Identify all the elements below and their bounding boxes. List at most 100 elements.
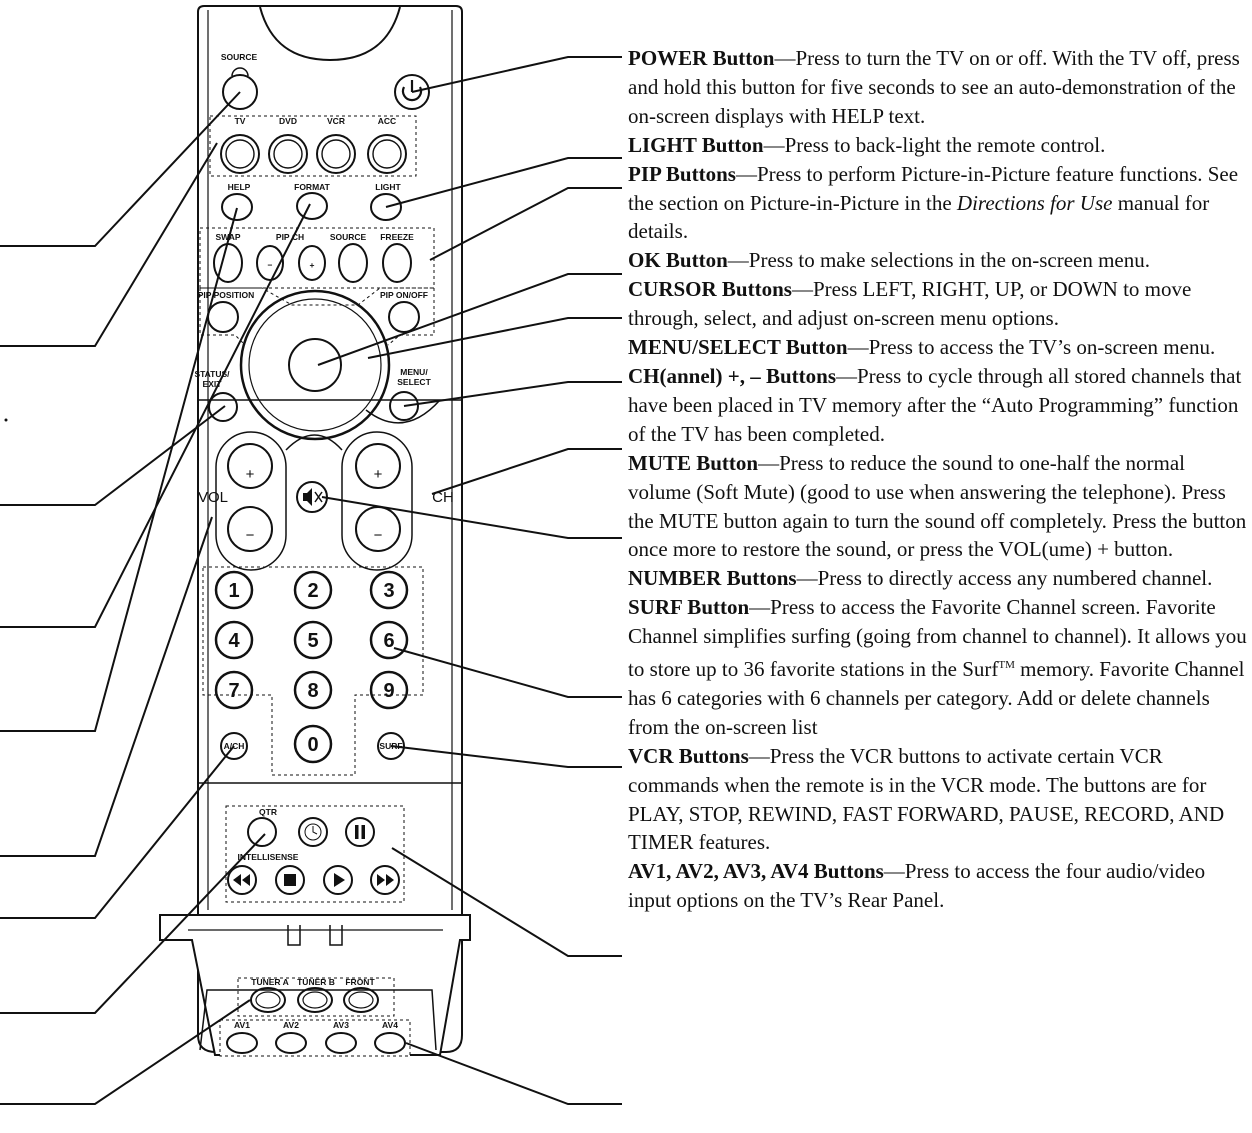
fast-forward-button[interactable] (370, 865, 400, 895)
tv-mode-button[interactable] (220, 134, 260, 174)
status-exit-label-2: EXIT (203, 379, 223, 389)
number-label-7: 7 (228, 680, 239, 702)
fast-forward-icon (377, 874, 394, 886)
mode-buttons: TV DVD VCR ACC (220, 116, 407, 174)
pip-onoff-label: PIP ON/OFF (380, 290, 428, 300)
cursor-ring[interactable] (239, 289, 391, 441)
number-label-3: 3 (383, 580, 394, 602)
help-button[interactable] (221, 193, 253, 221)
callout-ok: OK Button—Press to make selections in th… (628, 248, 1151, 273)
number-button-1[interactable] (214, 570, 254, 610)
av1-button[interactable] (226, 1032, 258, 1054)
svg-text:−: − (268, 260, 273, 270)
number-button-6[interactable] (369, 620, 409, 660)
av2-button[interactable] (275, 1032, 307, 1054)
av4-button[interactable] (374, 1032, 406, 1054)
freeze-label: FREEZE (380, 232, 414, 242)
freeze-button[interactable] (382, 243, 412, 283)
svg-text:+: + (246, 466, 255, 483)
help-label: HELP (228, 182, 251, 192)
power-icon (401, 86, 423, 102)
pip-onoff-button[interactable] (388, 301, 420, 333)
stop-button[interactable] (275, 865, 305, 895)
vcr-mode-button[interactable] (316, 134, 356, 174)
format-button[interactable] (296, 192, 328, 220)
svg-text:−: − (246, 527, 255, 544)
number-label-2: 2 (307, 580, 318, 602)
callout-mute: MUTE Button—Press to reduce the sound to… (628, 450, 1247, 562)
rewind-button[interactable] (227, 865, 257, 895)
tv-mode-label: TV (235, 116, 246, 126)
tuner-a-button[interactable] (250, 987, 286, 1013)
callout-pip: PIP Buttons—Press to perform Picture-in-… (628, 161, 1239, 244)
right-leader-lines (317, 56, 622, 1105)
number-button-5[interactable] (293, 620, 333, 660)
remote-body (197, 5, 463, 1053)
front-label: FRONT (345, 977, 375, 987)
mute-icon (303, 488, 312, 506)
light-label: LIGHT (375, 182, 401, 192)
number-button-7[interactable] (214, 670, 254, 710)
dvd-mode-label: DVD (279, 116, 297, 126)
callout-power: POWER Button—Press to turn the TV on or … (628, 46, 1240, 128)
front-button[interactable] (343, 987, 379, 1013)
intellisense-label: INTELLISENSE (238, 852, 299, 862)
dvd-mode-button[interactable] (268, 134, 308, 174)
qtr-button[interactable] (247, 817, 277, 847)
clock-icon (304, 823, 322, 841)
callout-channel: CH(annel) +, – Buttons—Press to cycle th… (628, 363, 1242, 446)
timer-button[interactable] (298, 817, 328, 847)
surf-button[interactable] (377, 732, 405, 760)
callout-list: POWER Button—Press to turn the TV on or … (628, 44, 1248, 915)
menu-select-label-2: SELECT (397, 377, 431, 387)
play-button[interactable] (323, 865, 353, 895)
rewind-icon (233, 874, 250, 886)
ch-plus-button[interactable] (355, 443, 401, 489)
number-button-2[interactable] (293, 570, 333, 610)
svg-text:+: + (374, 466, 383, 483)
vol-plus-button[interactable] (227, 443, 273, 489)
status-exit-button[interactable] (208, 392, 238, 422)
tuner-b-button[interactable] (297, 987, 333, 1013)
light-button[interactable] (370, 193, 402, 221)
callout-menu-select: MENU/SELECT Button—Press to access the T… (628, 335, 1216, 360)
number-button-3[interactable] (369, 570, 409, 610)
number-button-4[interactable] (214, 620, 254, 660)
menu-select-button[interactable] (389, 391, 419, 421)
source-button[interactable] (222, 74, 258, 110)
number-label-0: 0 (307, 734, 318, 756)
callout-av: AV1, AV2, AV3, AV4 Buttons—Press to acce… (628, 859, 1206, 913)
source-label: SOURCE (221, 52, 258, 62)
callout-surf: SURF Button—Press to access the Favorite… (628, 595, 1247, 739)
stop-icon (284, 874, 296, 886)
left-leader-lines (0, 91, 311, 1105)
power-button[interactable] (394, 74, 430, 110)
ch-label: CH (432, 489, 454, 506)
ok-button[interactable] (288, 338, 342, 392)
av3-label: AV3 (333, 1020, 349, 1030)
av4-label: AV4 (382, 1020, 398, 1030)
pip-ch-plus-button[interactable] (298, 245, 326, 281)
number-button-9[interactable] (369, 670, 409, 710)
number-button-0[interactable] (293, 724, 333, 764)
number-button-8[interactable] (293, 670, 333, 710)
status-exit-label-1: STATUS/ (194, 369, 230, 379)
ach-button[interactable] (220, 732, 248, 760)
acc-mode-button[interactable] (367, 134, 407, 174)
pip-ch-label: PIP CH (276, 232, 304, 242)
number-label-8: 8 (307, 680, 318, 702)
av2-label: AV2 (283, 1020, 299, 1030)
av3-button[interactable] (325, 1032, 357, 1054)
pip-source-button[interactable] (338, 243, 368, 283)
tuner-b-label: TUNER B (297, 977, 335, 987)
pause-icon (355, 825, 359, 839)
pause-button[interactable] (345, 817, 375, 847)
svg-text:+: + (310, 260, 315, 270)
menu-select-label-1: MENU/ (400, 367, 428, 377)
acc-mode-label: ACC (378, 116, 396, 126)
pip-ch-minus-button[interactable] (256, 245, 284, 281)
vol-minus-button[interactable] (227, 506, 273, 552)
qtr-label: QTR (259, 807, 277, 817)
number-label-4: 4 (228, 630, 240, 652)
